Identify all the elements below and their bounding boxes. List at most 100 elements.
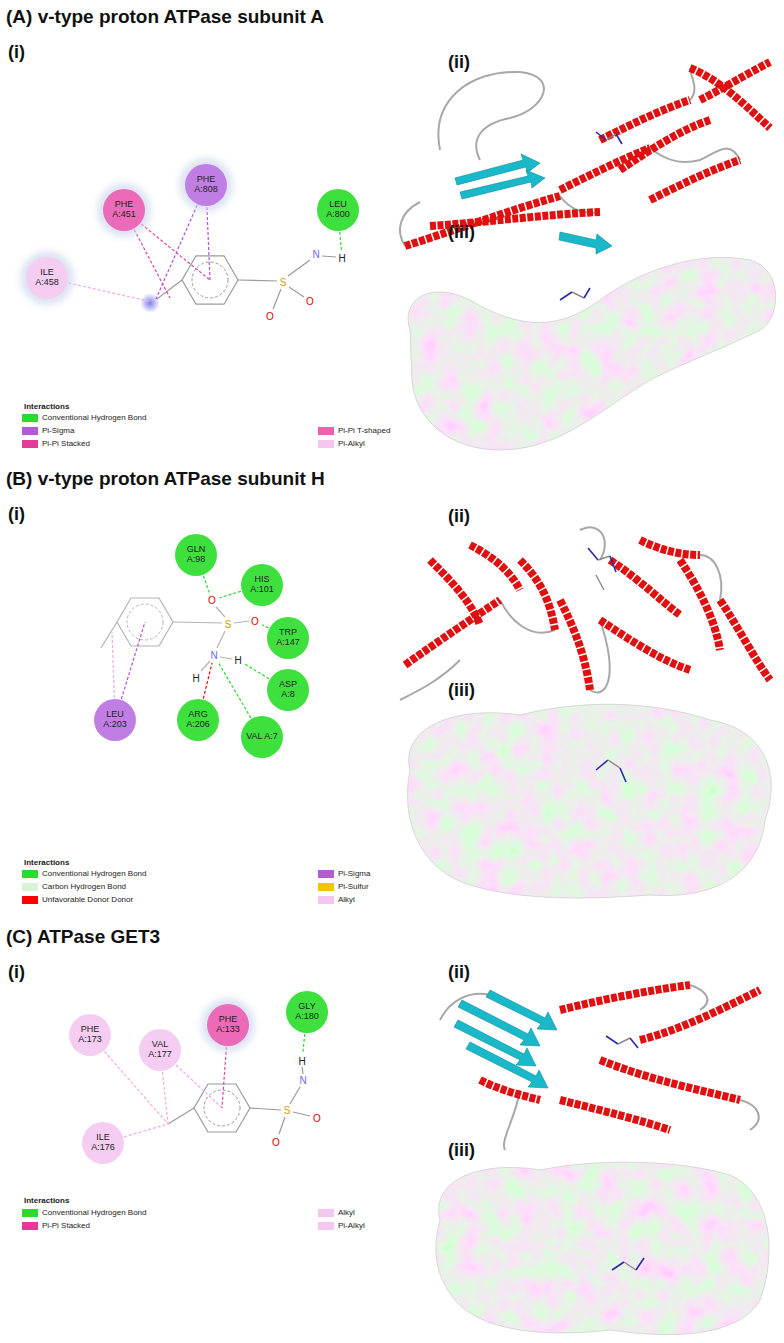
panel-title: (C) ATPase GET3 <box>6 926 160 948</box>
legend-text: Alkyl <box>338 896 355 904</box>
legend-text: Pi-Sulfur <box>338 883 369 891</box>
atom-label: S <box>225 619 232 630</box>
atom-label: H <box>234 655 241 666</box>
residue-circle: ASP A:8 <box>267 669 309 711</box>
legend-swatch <box>22 883 38 891</box>
residue-label: GLN A:98 <box>180 545 212 565</box>
legend-swatch <box>318 1222 334 1230</box>
interaction-line <box>218 662 251 718</box>
atom-label: O <box>266 311 274 322</box>
subpanel-label: (i) <box>8 42 25 63</box>
atom-label: O <box>251 616 259 627</box>
legend-row: Unfavorable Donor Donor <box>22 896 133 904</box>
interaction-line <box>245 664 269 679</box>
surface-structure <box>436 1162 769 1334</box>
interaction-line <box>203 576 209 593</box>
atom-label: N <box>299 1075 306 1086</box>
atom-label: H <box>298 1056 305 1067</box>
atom-label: N <box>312 249 319 260</box>
legend-row: Alkyl <box>318 1209 355 1217</box>
legend-text: Conventional Hydrogen Bond <box>42 1209 147 1217</box>
legend-heading: Interactions <box>24 402 69 411</box>
atom-label: H <box>338 253 345 264</box>
subpanel-label: (iii) <box>448 222 475 243</box>
legend-row: Pi-Sigma <box>22 427 74 435</box>
panel-title: (A) v-type proton ATPase subunit A <box>6 6 324 28</box>
interaction-line <box>220 591 241 597</box>
legend-swatch <box>318 427 334 435</box>
ligand-2d <box>101 598 249 671</box>
legend-row: Conventional Hydrogen Bond <box>22 870 147 878</box>
atom-label: O <box>313 1113 321 1124</box>
legend-swatch <box>22 414 38 422</box>
subpanel-label: (i) <box>8 504 25 525</box>
residue-label: HIS A:101 <box>246 575 278 595</box>
interaction-line <box>141 224 210 280</box>
legend-text: Conventional Hydrogen Bond <box>42 414 147 422</box>
residue-label: LEU A:800 <box>322 200 354 220</box>
legend-text: Carbon Hydrogen Bond <box>42 883 126 891</box>
atom-label: O <box>208 595 216 606</box>
subpanel-label: (ii) <box>448 506 470 527</box>
interaction-line <box>203 663 212 699</box>
legend-swatch <box>318 883 334 891</box>
residue-circle: PHE A:173 <box>69 1014 111 1056</box>
subpanel-label: (i) <box>8 962 25 983</box>
legend-swatch <box>22 870 38 878</box>
residue-label: PHE A:173 <box>74 1025 106 1045</box>
interaction-line <box>134 230 170 299</box>
atom-label: S <box>284 1105 291 1116</box>
residue-circle: LEU A:203 <box>94 699 136 741</box>
legend-heading: Interactions <box>24 858 69 867</box>
interaction-line <box>303 1034 305 1053</box>
subpanel-label: (iii) <box>448 680 475 701</box>
legend-text: Unfavorable Donor Donor <box>42 896 133 904</box>
legend-swatch <box>22 896 38 904</box>
residue-label: PHE A:808 <box>190 175 222 195</box>
residue-circle: VAL A:177 <box>139 1029 181 1071</box>
residue-circle: GLY A:180 <box>286 991 328 1033</box>
legend-row: Pi-Pi Stacked <box>22 1222 90 1230</box>
legend-swatch <box>22 1222 38 1230</box>
legend-swatch <box>318 896 334 904</box>
residue-label: ASP A:8 <box>272 680 304 700</box>
legend-swatch <box>22 427 38 435</box>
legend-row: Conventional Hydrogen Bond <box>22 414 147 422</box>
legend-row: Pi-Alkyl <box>318 1222 365 1230</box>
residue-circle: ARG A:206 <box>177 699 219 741</box>
atom-label: H <box>192 673 199 684</box>
legend-row: Pi-Sulfur <box>318 883 369 891</box>
interaction-line <box>162 1072 168 1124</box>
legend-text: Pi-Alkyl <box>338 1222 365 1230</box>
legend-swatch <box>318 1209 334 1217</box>
interaction-line <box>176 1065 222 1108</box>
interaction-line <box>112 632 114 698</box>
legend-text: Pi-Pi Stacked <box>42 1222 90 1230</box>
subpanel-label: (ii) <box>448 52 470 73</box>
residue-label: VAL A:177 <box>144 1040 176 1060</box>
legend-swatch <box>318 870 334 878</box>
atom-label: O <box>306 296 314 307</box>
ribbon-structure <box>400 527 770 700</box>
residue-circle: TRP A:147 <box>267 617 309 659</box>
legend-row: Pi-Pi T-shaped <box>318 427 390 435</box>
atom-label: S <box>280 277 287 288</box>
interaction-line <box>340 232 342 250</box>
legend-text: Pi-Pi Stacked <box>42 440 90 448</box>
legend-text: Pi-Alkyl <box>338 440 365 448</box>
legend-row: Conventional Hydrogen Bond <box>22 1209 147 1217</box>
residue-label: ILE A:176 <box>87 1133 119 1153</box>
legend-text: Conventional Hydrogen Bond <box>42 870 147 878</box>
subpanel-label: (iii) <box>448 1140 475 1161</box>
legend-row: Alkyl <box>318 896 355 904</box>
legend-row: Pi-Sigma <box>318 870 370 878</box>
interaction-line <box>222 1047 226 1108</box>
residue-circle: ILE A:458 <box>26 257 68 299</box>
residue-label: TRP A:147 <box>272 628 304 648</box>
legend-text: Pi-Sigma <box>338 870 370 878</box>
legend-text: Pi-Sigma <box>42 427 74 435</box>
interaction-line <box>68 283 149 301</box>
legend-text: Alkyl <box>338 1209 355 1217</box>
residue-label: PHE A:451 <box>108 200 140 220</box>
legend-swatch <box>22 1209 38 1217</box>
